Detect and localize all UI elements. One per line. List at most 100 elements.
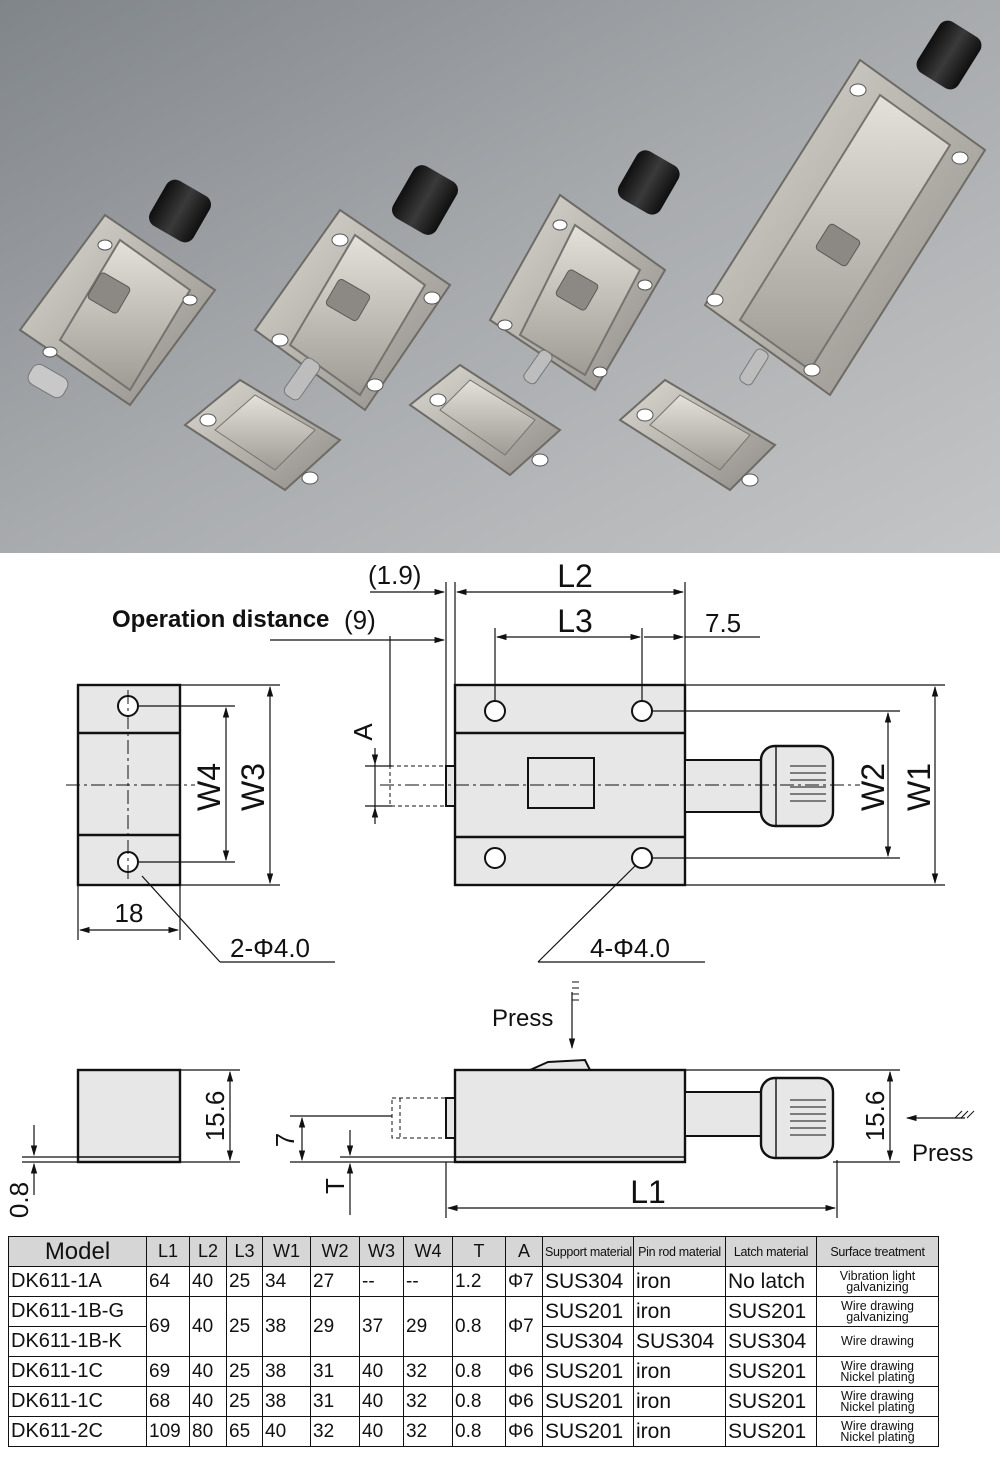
cell-l3: 65 [226,1416,263,1447]
surface-line-1: Vibration light [839,1268,916,1283]
th-l2: L2 [189,1236,227,1267]
bolt-front-view: L3 L2 7.5 (1.9) Operation distance (9) A… [112,558,945,963]
cell-surface: Wire drawing [816,1326,939,1357]
cell-a: Φ6 [505,1356,543,1387]
table-row: DK611-1C 68 40 25 38 31 40 32 0.8 Φ6 SUS… [8,1386,939,1417]
cell-t: 1.2 [452,1266,506,1297]
latch-photo-1 [18,179,217,407]
cell-l3: 25 [226,1266,263,1297]
cell-a: Φ6 [505,1416,543,1447]
table-row: DK611-2C 109 80 65 40 32 40 32 0.8 Φ6 SU… [8,1416,939,1447]
press-label-top: Press [492,1005,553,1032]
th-a: A [505,1236,543,1267]
bolt-side-view: 15.6 7 T L1 Press [270,1058,975,1218]
dim-7-5: 7.5 [705,608,741,638]
surface-line-1: Wire drawing [841,1418,914,1433]
cell-latch: SUS201 [725,1296,817,1327]
surface-line-2: Nickel plating [840,1399,915,1414]
cell-l1: 69 [146,1356,190,1387]
cell-w4: 32 [403,1386,453,1417]
striker-front-view: W4 W3 18 2-Φ4.0 [66,683,335,963]
cell-w3: 40 [359,1356,404,1387]
surface-line-2: Nickel plating [840,1429,915,1444]
cell-t: 0.8 [452,1386,506,1417]
cell-w3: 40 [359,1416,404,1447]
cell-model: DK611-1C [8,1386,147,1417]
cell-w2: 31 [310,1356,360,1387]
cell-l2: 40 [189,1296,227,1357]
cell-model: DK611-1B-K [8,1326,147,1357]
cell-t: 0.8 [452,1416,506,1447]
dim-l1: L1 [630,1174,666,1210]
cell-w4: 29 [403,1296,453,1357]
cell-t: 0.8 [452,1356,506,1387]
cell-w2: 27 [310,1266,360,1297]
cell-w1: 38 [262,1296,311,1357]
cell-support: SUS201 [542,1416,634,1447]
cell-w1: 34 [262,1266,311,1297]
cell-model: DK611-1B-G [8,1296,147,1327]
table-row: DK611-1C 69 40 25 38 31 40 32 0.8 Φ6 SUS… [8,1356,939,1387]
dim-t: T [320,1178,350,1194]
striker-side-view: 15.6 0.8 [4,1068,240,1218]
surface-line-1: Wire drawing [841,1388,914,1403]
dim-2-holes: 2-Φ4.0 [230,933,310,963]
latch-photo-2 [183,165,458,492]
surface-line-2: Nickel plating [840,1369,915,1384]
press-arrow-top: Press [492,981,579,1050]
press-label-side: Press [912,1140,973,1167]
dim-l3: L3 [557,603,593,639]
dim-w4: W4 [191,763,227,811]
cell-pin: iron [633,1296,726,1327]
latch-photo-3 [408,150,680,477]
cell-l2: 40 [189,1266,227,1297]
cell-w2: 31 [310,1386,360,1417]
dim-a: A [348,723,378,741]
th-w4: W4 [403,1236,453,1267]
cell-w2: 32 [310,1416,360,1447]
cell-t: 0.8 [452,1296,506,1357]
cell-w4: -- [403,1266,453,1297]
cell-pin: SUS304 [633,1326,726,1357]
cell-a: Φ7 [505,1296,543,1357]
cell-latch: No latch [725,1266,817,1297]
table-header-row: Model L1 L2 L3 W1 W2 W3 W4 T A Support m… [8,1236,939,1267]
cell-a: Φ6 [505,1386,543,1417]
cell-latch: SUS304 [725,1326,817,1357]
operation-distance-label: Operation distance [112,606,329,633]
cell-support: SUS201 [542,1386,634,1417]
cell-l1: 109 [146,1416,190,1447]
cell-model: DK611-2C [8,1416,147,1447]
dim-gap: (1.9) [368,560,421,590]
th-model: Model [8,1236,147,1267]
dim-w1: W1 [901,763,937,811]
cell-model: DK611-1A [8,1266,147,1297]
cell-w2: 29 [310,1296,360,1357]
cell-support: SUS201 [542,1296,634,1327]
operation-distance-value: (9) [344,605,376,635]
cell-latch: SUS201 [725,1386,817,1417]
cell-l2: 40 [189,1356,227,1387]
cell-pin: iron [633,1416,726,1447]
cell-w4: 32 [403,1416,453,1447]
cell-a: Φ7 [505,1266,543,1297]
dim-0-8: 0.8 [4,1182,34,1218]
th-pin: Pin rod material [633,1236,726,1267]
dim-15-6-left: 15.6 [200,1091,230,1142]
th-t: T [452,1236,506,1267]
dim-w2: W2 [855,763,891,811]
dim-l2: L2 [557,558,593,594]
latch-photo-4 [618,20,987,492]
table-row: DK611-1B-G 69 40 25 38 29 37 29 0.8 Φ7 S… [8,1296,939,1357]
cell-l1: 68 [146,1386,190,1417]
th-l1: L1 [146,1236,190,1267]
cell-pin: iron [633,1266,726,1297]
product-photo [0,0,1000,553]
dim-4-holes: 4-Φ4.0 [590,933,670,963]
surface-line-2: galvanizing [846,1309,909,1324]
cell-w1: 38 [262,1386,311,1417]
